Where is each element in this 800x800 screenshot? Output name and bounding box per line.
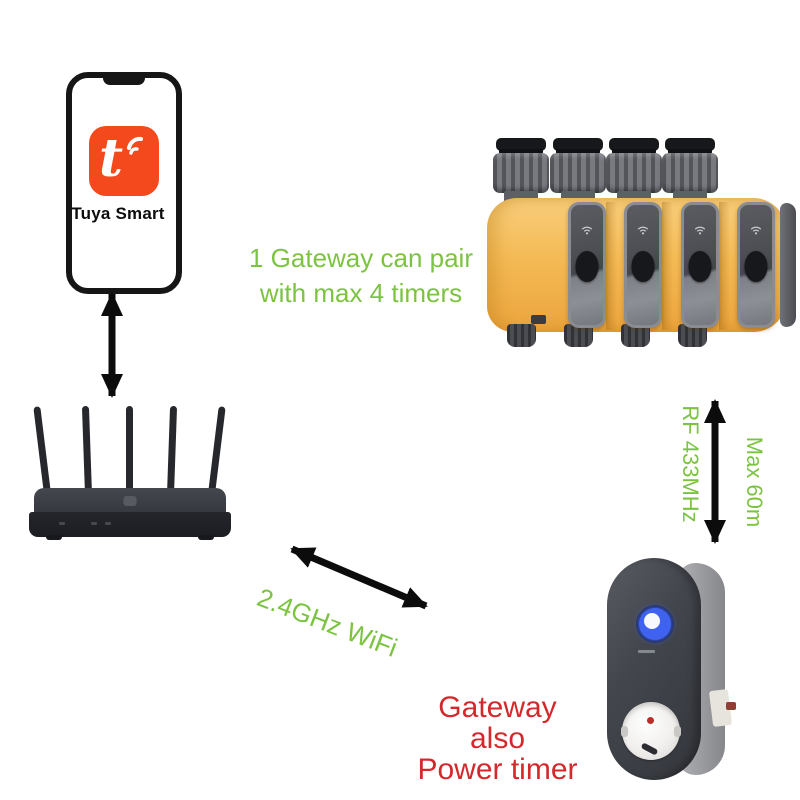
timer-button	[575, 251, 599, 282]
timer-button	[631, 251, 655, 282]
timer-control-panel	[681, 202, 719, 328]
timer-control-panel	[568, 202, 606, 328]
socket-notch	[621, 726, 628, 737]
phone-app-label: Tuya Smart	[71, 204, 165, 223]
connector-cap-ridge	[668, 149, 712, 154]
pair-note-line1: 1 Gateway can pair	[248, 243, 473, 273]
tuya-logo-letter: t	[99, 128, 124, 189]
connector-cap	[553, 138, 603, 151]
router-foot	[198, 535, 214, 540]
timer-panel-window	[571, 205, 603, 325]
timer-seam	[606, 202, 617, 330]
timer-button	[744, 251, 768, 282]
connector-knob	[550, 153, 606, 193]
socket-red-dot	[647, 717, 654, 724]
router-foot	[46, 535, 62, 540]
connector-knob	[662, 153, 718, 193]
gateway-front-face	[607, 558, 701, 780]
connector-cap-ridge	[556, 149, 600, 154]
pair-capacity-note: 1 Gateway can pair with max 4 timers	[236, 241, 486, 311]
router-indicator-light	[105, 522, 111, 525]
router-antenna	[126, 406, 133, 494]
gateway-note: Gateway also Power timer	[375, 692, 620, 785]
smartphone: t Tuya Smart	[66, 72, 182, 294]
connector-cap-ridge	[499, 149, 543, 154]
gateway-note-line2: also	[469, 722, 526, 755]
router-indicator-light	[59, 522, 65, 525]
timer-panel-window	[684, 205, 716, 325]
timer-control-panel	[737, 202, 775, 328]
tuya-app-icon: t	[89, 126, 159, 196]
tuya-signal-waves-icon	[127, 136, 143, 155]
connector-cap	[665, 138, 715, 151]
water-timer-group	[487, 138, 799, 352]
wifi-icon	[581, 226, 593, 235]
wifi-icon	[694, 226, 706, 235]
phone-notch	[103, 77, 145, 85]
gateway-print-mark	[638, 650, 655, 653]
arrow-router-gateway	[290, 545, 428, 610]
gateway-power-timer	[607, 558, 747, 782]
timer-outlet	[678, 324, 707, 347]
router-front-face	[29, 512, 231, 537]
pair-note-line2: with max 4 timers	[259, 278, 463, 308]
timer-seam	[719, 202, 730, 330]
gateway-power-socket	[621, 702, 681, 760]
gateway-button-core	[644, 613, 660, 629]
timer-seam	[662, 202, 673, 330]
timer-button	[688, 251, 712, 282]
router-top-face	[34, 488, 226, 514]
gateway-note-line1: Gateway	[438, 691, 557, 724]
router-indicator-light	[91, 522, 97, 525]
gateway-plug-pin	[726, 702, 736, 710]
timer-panel-window	[627, 205, 659, 325]
connector-knob	[606, 153, 662, 193]
connector-cap-ridge	[612, 149, 656, 154]
timer-hose-connector	[550, 138, 606, 208]
wifi-icon	[750, 226, 762, 235]
timer-right-rim	[780, 203, 796, 327]
connector-knob	[493, 153, 549, 193]
timer-mount-tab	[531, 315, 546, 324]
gateway-pairing-button	[636, 605, 674, 643]
connector-cap	[609, 138, 659, 151]
max-range-label: Max 60m	[742, 436, 767, 528]
wifi-icon	[637, 226, 649, 235]
gateway-note-line3: Power timer	[417, 753, 578, 786]
timer-panel-window	[740, 205, 772, 325]
timer-hose-connector	[662, 138, 718, 208]
socket-notch	[674, 726, 681, 737]
rf-frequency-label: RF 433MHz	[678, 405, 703, 523]
timer-outlet	[564, 324, 593, 347]
timer-outlet	[507, 324, 536, 347]
timer-control-panel	[624, 202, 662, 328]
router-logo-mark	[123, 496, 137, 506]
wifi-router	[28, 400, 232, 540]
connector-cap	[496, 138, 546, 151]
timer-outlet	[621, 324, 650, 347]
